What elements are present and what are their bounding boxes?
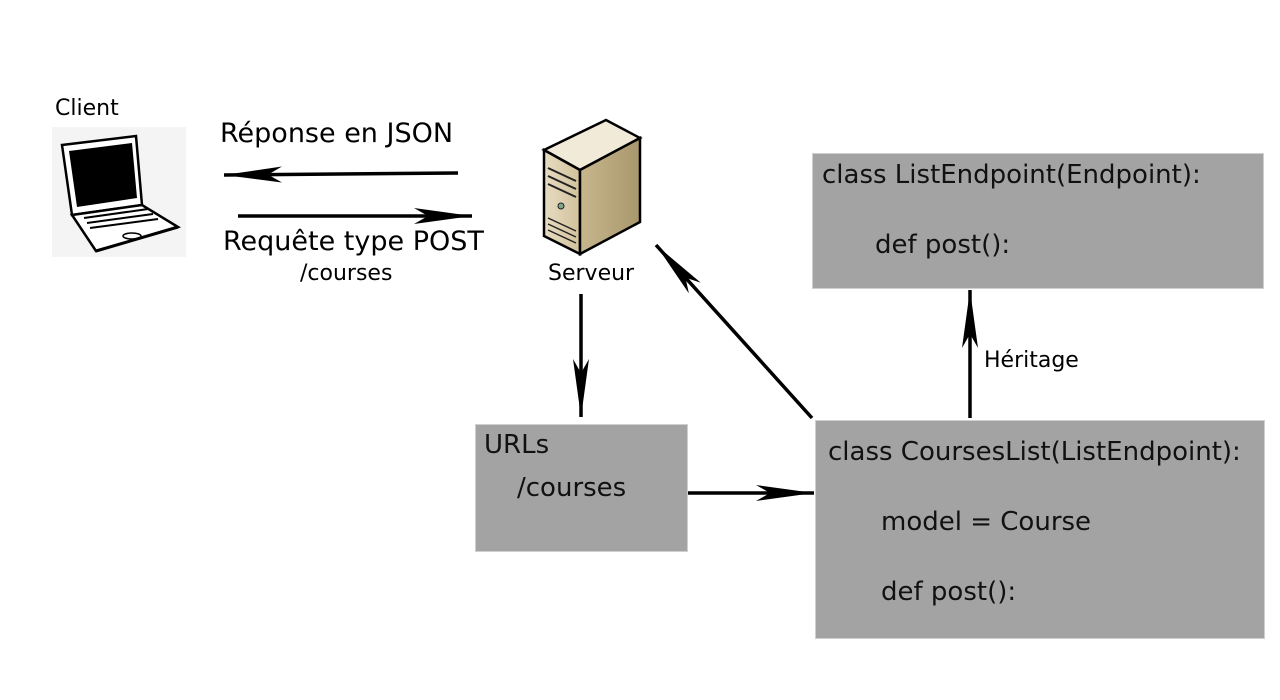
urls-route: /courses: [517, 473, 627, 503]
response-arrow: [223, 166, 459, 183]
server-label: Serveur: [548, 261, 635, 286]
urls-title: URLs: [484, 430, 550, 460]
list-endpoint-method-line: def post():: [875, 230, 1011, 260]
request-path: /courses: [300, 261, 393, 286]
list-endpoint-box: class ListEndpoint(Endpoint): def post()…: [812, 153, 1264, 289]
courses-list-method-line: def post():: [881, 577, 1017, 607]
server-icon: [541, 118, 643, 257]
list-endpoint-class-line: class ListEndpoint(Endpoint):: [822, 160, 1201, 190]
client-label: Client: [55, 96, 119, 121]
response-label: Réponse en JSON: [220, 118, 454, 149]
laptop-icon: [52, 127, 186, 257]
courses-list-class-line: class CoursesList(ListEndpoint):: [828, 437, 1241, 467]
courses-list-box: class CoursesList(ListEndpoint): model =…: [815, 420, 1265, 639]
courseslist-to-server-arrow: [654, 243, 814, 420]
request-label: Requête type POST: [223, 226, 484, 257]
courses-list-model-line: model = Course: [881, 507, 1092, 537]
urls-box: URLs /courses: [475, 424, 688, 552]
inheritance-label: Héritage: [984, 348, 1079, 373]
